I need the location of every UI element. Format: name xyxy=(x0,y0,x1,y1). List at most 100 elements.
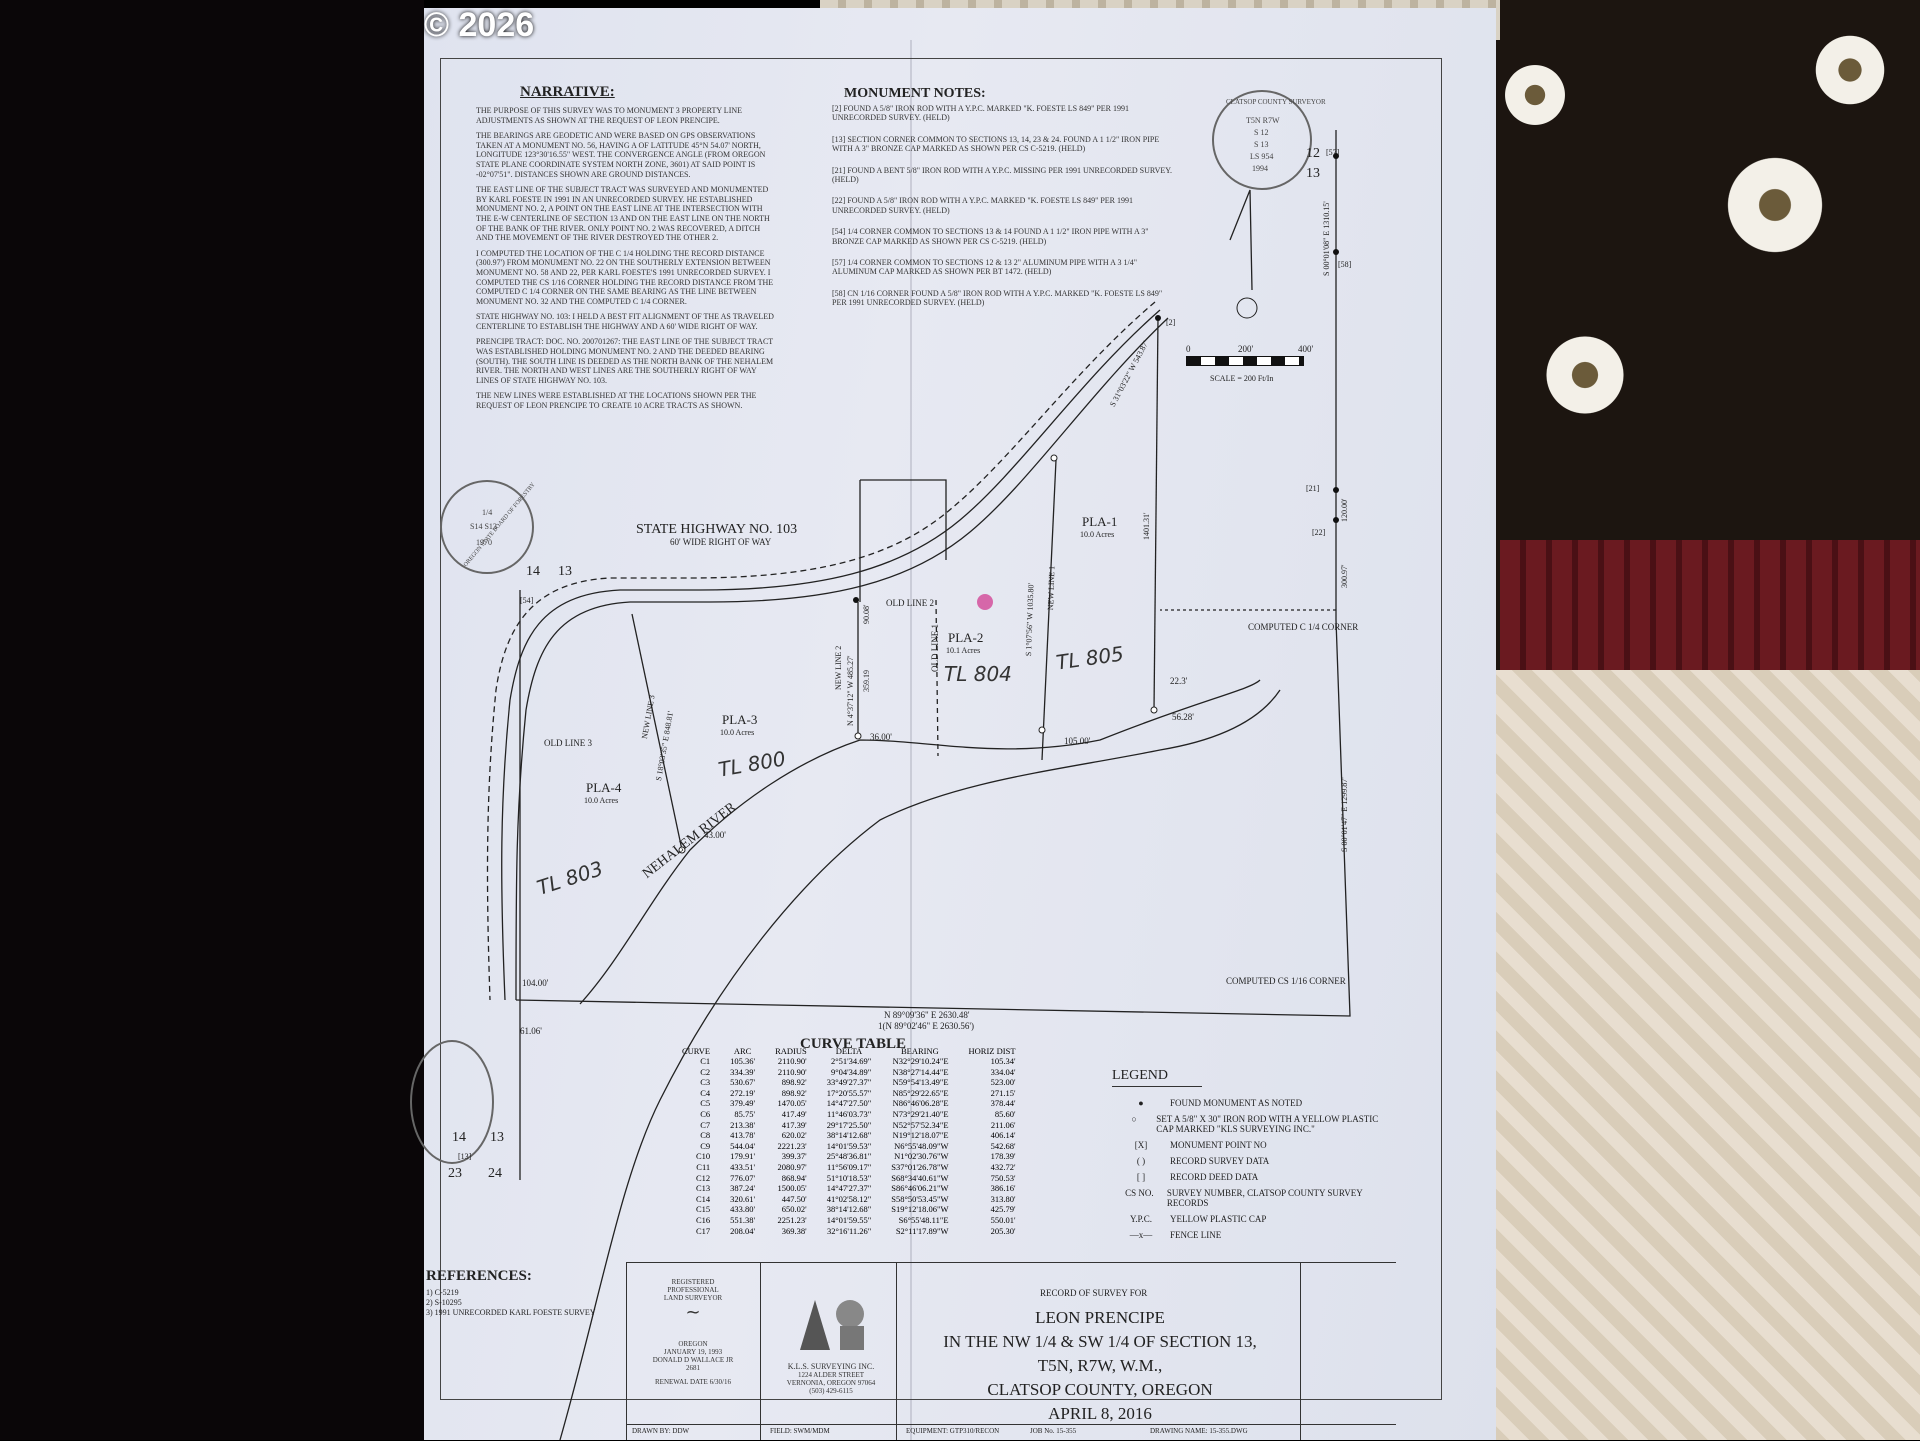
distance-label: 300.97' xyxy=(1340,564,1349,588)
company-line: VERNONIA, OREGON 97064 xyxy=(786,1379,876,1387)
record-of-survey-label: RECORD OF SURVEY FOR xyxy=(1040,1288,1148,1298)
curve-table-cell: C4 xyxy=(700,1087,711,1098)
curve-table-cell: 776.07' xyxy=(730,1172,756,1183)
curve-table-cell: S6°55'48.11"E xyxy=(898,1214,949,1225)
set-rod-point xyxy=(678,846,686,854)
flower-decoration xyxy=(1540,330,1630,420)
curve-table-cell: C16 xyxy=(695,1214,711,1225)
computed-sixteenth-corner: COMPUTED CS 1/16 CORNER xyxy=(1226,976,1346,986)
seal-line: LS 954 xyxy=(1250,152,1274,161)
distance-label: 22.3' xyxy=(1170,676,1188,686)
title-block-divider xyxy=(1300,1262,1301,1440)
legend-item: [ ]RECORD DEED DATA xyxy=(1124,1172,1384,1182)
seal-line: 1/4 xyxy=(482,508,493,517)
footer-field: DRAWING NAME: 15-355.DWG xyxy=(1150,1427,1248,1435)
curve-table-cell: S86°46'06.21"W xyxy=(891,1183,949,1194)
curve-table-cell: 179.91' xyxy=(730,1151,756,1162)
seal-line: S 12 xyxy=(1254,128,1269,137)
curve-table-cell: 213.38' xyxy=(730,1119,756,1130)
distance-label: 1401.31' xyxy=(1142,512,1151,540)
curve-table-cell: C6 xyxy=(700,1108,711,1119)
river-south-bank xyxy=(559,689,1281,1440)
distance-label: 36.00' xyxy=(870,732,892,742)
legend-text: RECORD DEED DATA xyxy=(1170,1172,1259,1182)
distance-label: 120.00' xyxy=(1340,498,1349,522)
distance-label: 61.06' xyxy=(520,1026,542,1036)
column-header: HORIZ DIST xyxy=(968,1046,1016,1056)
distance-label: 43.00' xyxy=(704,830,726,840)
monument-notes-list: [2] FOUND A 5/8" IRON ROD WITH A Y.P.C. … xyxy=(832,104,1172,320)
monument-note: [58] CN 1/16 CORNER FOUND A 5/8" IRON RO… xyxy=(832,288,1163,308)
monument-tag: [57] xyxy=(1326,148,1340,157)
old-line-1 xyxy=(935,599,939,757)
curve-table-cell: 550.01' xyxy=(990,1214,1016,1225)
curve-table-cell: 530.67' xyxy=(730,1077,756,1088)
distance-label: 56.28' xyxy=(1172,712,1194,722)
set-rod-point xyxy=(1150,706,1158,714)
curve-table-cell: 868.94' xyxy=(781,1172,807,1183)
reference-item: 1) C-5219 xyxy=(426,1288,459,1297)
curve-table-cell: S2°11'17.89"W xyxy=(895,1225,949,1236)
narrative-text: THE PURPOSE OF THIS SURVEY WAS TO MONUME… xyxy=(476,106,776,417)
copyright-watermark: © 2026 xyxy=(424,6,535,44)
curve-table-cell: 9°04'34.89" xyxy=(830,1066,872,1077)
curve-table-cell: 417.39' xyxy=(781,1119,807,1130)
curve-table-cell: 432.72' xyxy=(990,1161,1016,1172)
curve-table-cell: 38°14'12.68" xyxy=(826,1204,872,1215)
curve-table-cell: 406.14' xyxy=(990,1130,1016,1141)
column-header: ARC xyxy=(733,1046,752,1056)
curve-table-cell: C7 xyxy=(700,1119,711,1130)
old-line-3-label: OLD LINE 3 xyxy=(544,738,592,748)
set-rod-point xyxy=(1038,726,1046,734)
scale-zero: 0 xyxy=(1186,344,1191,354)
curve-table-cell: 41°02'58.12" xyxy=(826,1193,872,1204)
curve-table-cell: 399.37' xyxy=(781,1151,807,1162)
monument-note: [21] FOUND A BENT 5/8" IRON ROD WITH A Y… xyxy=(832,165,1172,185)
legend-item: —x—FENCE LINE xyxy=(1124,1230,1384,1240)
section-corner-number: 13 xyxy=(558,564,572,579)
monument-point xyxy=(1333,517,1339,523)
south-line-bearing: N 89°09'36" E 2630.48' xyxy=(884,1010,970,1020)
curve-table-cell: 208.04' xyxy=(730,1225,756,1236)
monument-tag: [13] xyxy=(458,1152,472,1161)
curve-table-cell: 413.78' xyxy=(730,1130,756,1141)
partial-seal xyxy=(410,1040,494,1164)
curve-table-cell: 105.36' xyxy=(730,1056,756,1066)
curve-table-cell: 650.02' xyxy=(781,1204,807,1215)
monument-tag: [2] xyxy=(1166,318,1176,327)
curve-table-cell: 313.80' xyxy=(990,1193,1016,1204)
set-rod-point xyxy=(1050,454,1058,462)
narrative-paragraph: THE EAST LINE OF THE SUBJECT TRACT WAS S… xyxy=(476,185,770,243)
curve-table-cell: 2080.97' xyxy=(777,1161,807,1172)
survey-paper xyxy=(424,8,1496,1440)
curve-table-cell: 379.49' xyxy=(730,1098,756,1109)
curve-table: CURVE ARC RADIUS DELTA BEARING HORIZ DIS… xyxy=(672,1046,1026,1236)
curve-table-cell: 620.02' xyxy=(781,1130,807,1141)
company-line: 1224 ALDER STREET xyxy=(797,1371,865,1379)
kls-logo xyxy=(770,1280,890,1360)
title-line: IN THE NW 1/4 & SW 1/4 OF SECTION 13, xyxy=(943,1332,1257,1351)
column-header: BEARING xyxy=(901,1046,939,1056)
highway-south-edge xyxy=(515,317,1169,1001)
curve-table-cell: 14°01'59.53" xyxy=(826,1140,872,1151)
curve-table-cell: C5 xyxy=(700,1098,711,1109)
parcel-acres: 10.0 Acres xyxy=(720,728,755,737)
curve-table-cell: 85.60' xyxy=(994,1108,1016,1119)
legend-underline xyxy=(1112,1086,1202,1087)
curve-table-cell: 523.00' xyxy=(990,1077,1016,1088)
legend-item: ( )RECORD SURVEY DATA xyxy=(1124,1156,1384,1166)
reference-item: 3) 1991 UNRECORDED KARL FOESTE SURVEY xyxy=(426,1308,596,1317)
new-line-2-bearing: N 4°37'12" W 485.27' xyxy=(846,655,855,726)
curve-table-cell: 11°46'03.73" xyxy=(827,1108,872,1119)
curve-table-cell: 205.30' xyxy=(990,1225,1016,1236)
legend-text: MONUMENT POINT NO xyxy=(1170,1140,1267,1150)
old-box xyxy=(860,479,947,560)
background-left xyxy=(0,0,424,1440)
curve-table-cell: N1°02'30.76"W xyxy=(894,1151,949,1162)
